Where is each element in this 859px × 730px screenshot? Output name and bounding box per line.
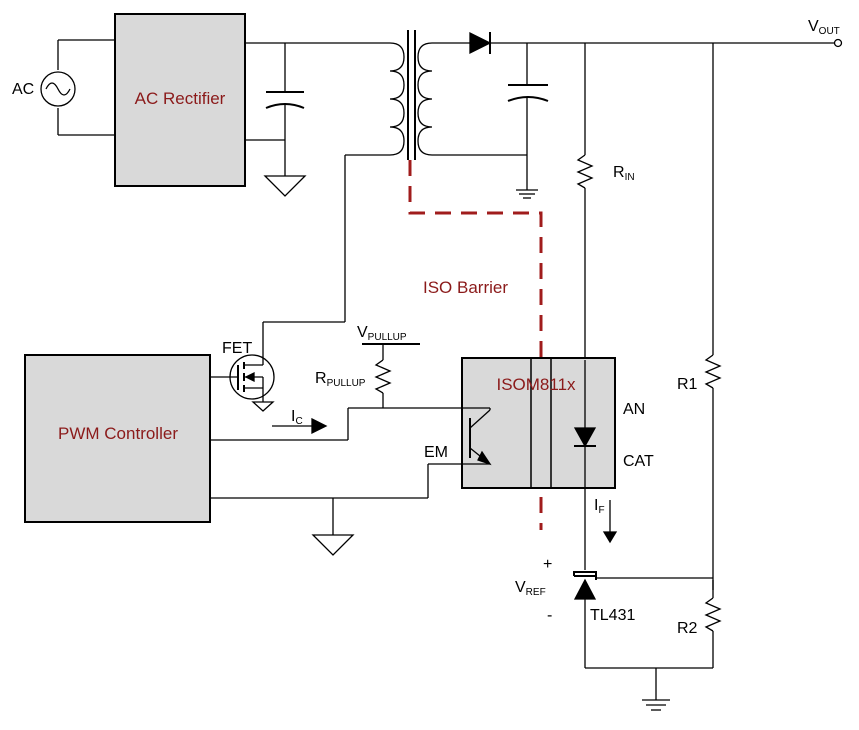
r2-resistor (704, 580, 722, 668)
r2-label: R2 (677, 620, 698, 637)
an-label: AN (623, 401, 645, 418)
fet-transistor (210, 354, 275, 412)
iso-barrier-label: ISO Barrier (423, 278, 508, 297)
transformer (389, 30, 433, 160)
opto-led (573, 360, 597, 488)
isom811x-label: ISOM811x (496, 375, 576, 394)
r1-resistor (704, 43, 722, 590)
if-label: IF (594, 497, 605, 516)
ic-label: IC (291, 408, 303, 427)
fet-label: FET (222, 340, 252, 357)
em-label: EM (424, 444, 448, 461)
minus-sign: - (547, 607, 552, 624)
vout-label: VOUT (808, 18, 840, 37)
opto-phototransistor (469, 408, 492, 466)
pwm-controller-block (24, 354, 211, 523)
output-diode (469, 31, 492, 55)
cat-label: CAT (623, 453, 654, 470)
vpullup-label: VPULLUP (357, 324, 407, 343)
pwm-controller-label: PWM Controller (58, 424, 178, 443)
isom811x-block (461, 357, 616, 489)
vref-label: VREF (515, 579, 546, 598)
rpullup-resistor (374, 344, 392, 408)
r1-label: R1 (677, 376, 698, 393)
rpullup-label: RPULLUP (315, 370, 366, 389)
ac-source (40, 39, 115, 136)
ac-rectifier-label: AC Rectifier (135, 89, 226, 108)
ac-label: AC (12, 81, 34, 98)
output-capacitor (432, 43, 549, 199)
rin-resistor (576, 43, 594, 360)
rin-label: RIN (613, 164, 635, 183)
ac-rectifier-block (114, 13, 246, 187)
tl431-label: TL431 (590, 607, 635, 624)
tl431-shunt-regulator (573, 571, 713, 711)
bulk-capacitor (245, 42, 390, 197)
plus-sign: + (543, 556, 552, 573)
